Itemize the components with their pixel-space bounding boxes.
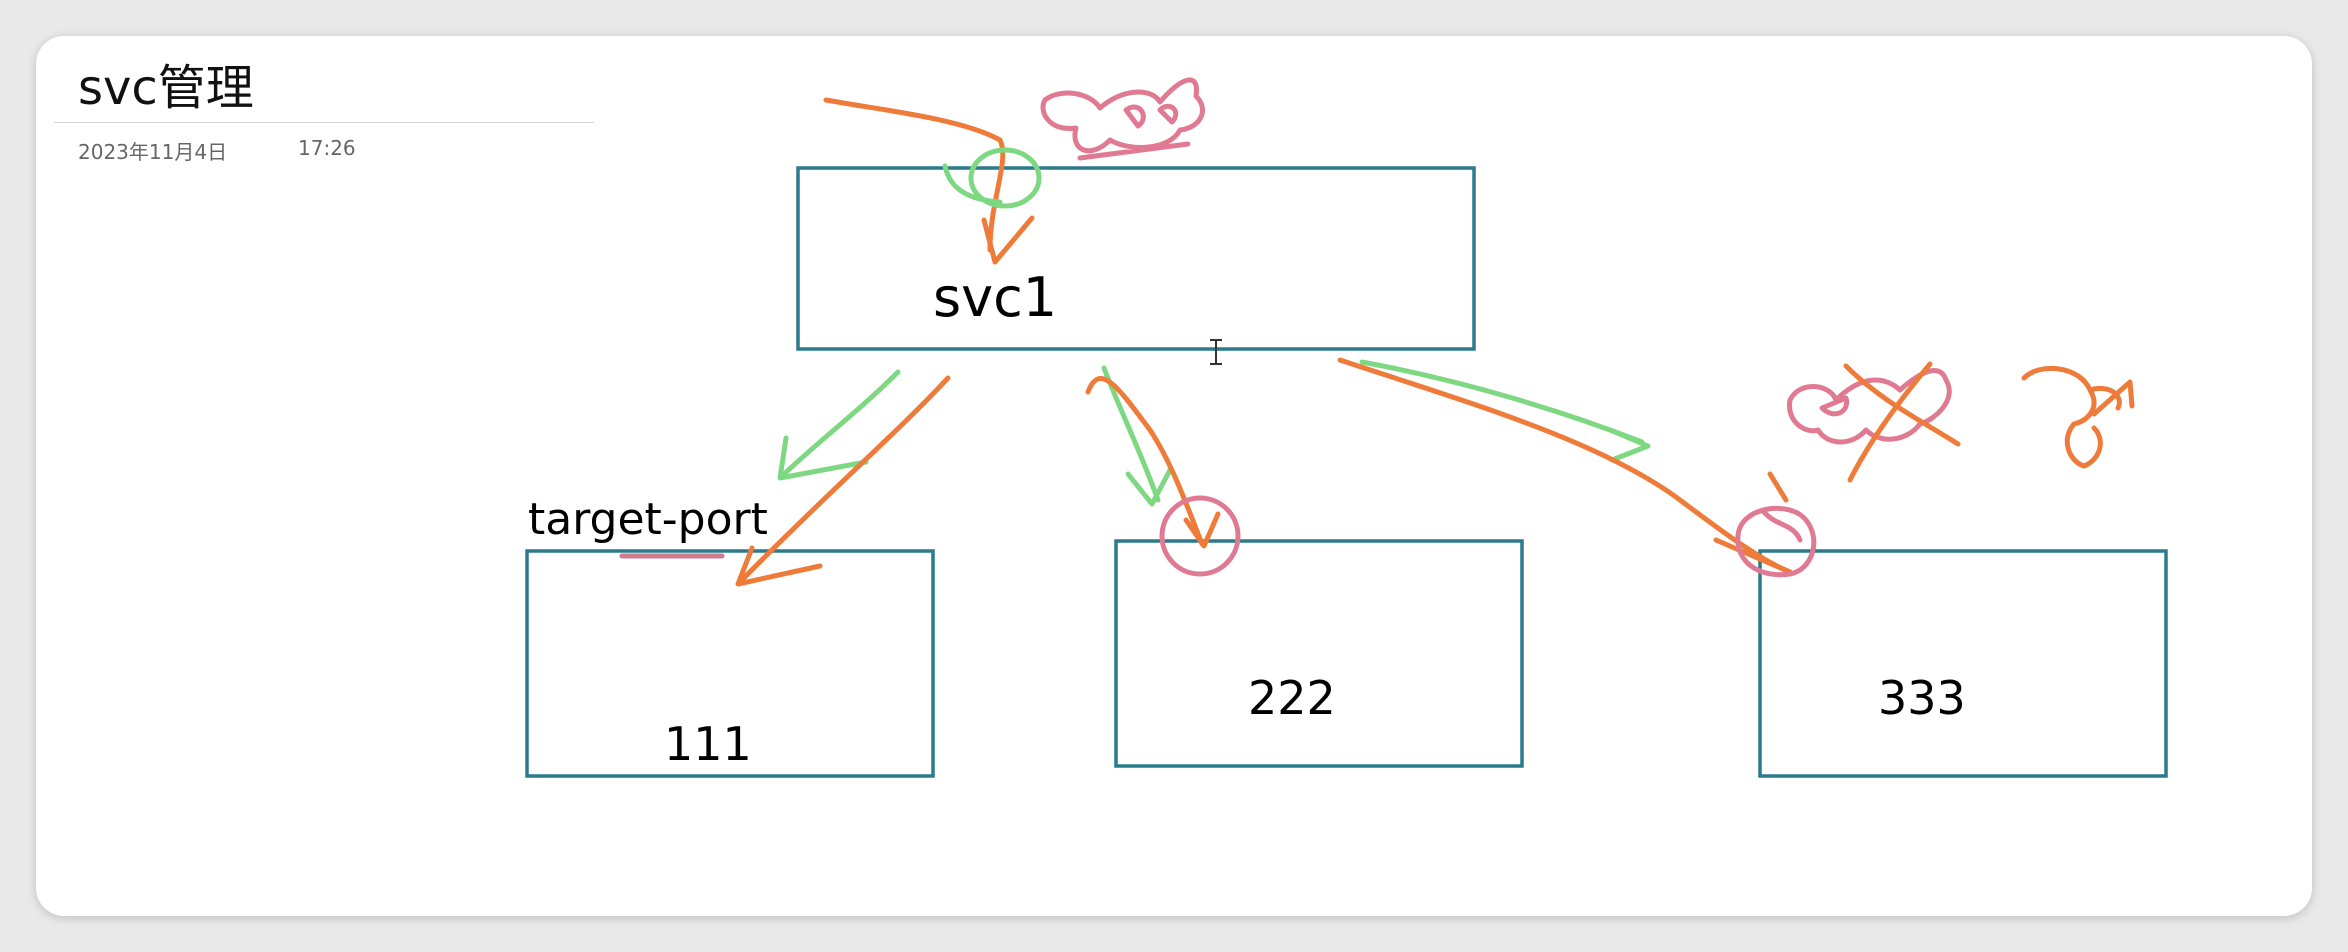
orange-stroke-to-333 — [1337, 357, 1793, 575]
pod-node-222: 222 — [1114, 539, 1524, 768]
green-arrowhead-to-222 — [1125, 467, 1173, 507]
pod-box — [1758, 549, 2168, 778]
pod-label: 111 — [664, 717, 752, 771]
service-label: svc1 — [933, 266, 1057, 329]
orange-arrowhead-to-333 — [1713, 471, 1793, 575]
text-cursor-icon — [1210, 339, 1222, 365]
orange-stroke-to-111 — [737, 375, 951, 585]
pod-node-333: 333 — [1758, 549, 2168, 778]
green-tick-mark — [942, 163, 1003, 205]
orange-doodle-mark — [2021, 365, 2135, 469]
pod-label: 333 — [1878, 671, 1966, 725]
service-box — [796, 166, 1476, 351]
incoming-arrow-stroke — [823, 97, 1006, 253]
pod-box — [525, 549, 935, 778]
target-port-label: target-port — [528, 494, 768, 545]
green-stroke-to-333 — [1359, 359, 1645, 445]
green-arrowhead-to-333 — [1607, 427, 1651, 463]
orange-arrowhead-to-222 — [1183, 511, 1221, 549]
green-circle-mark — [968, 147, 1042, 209]
page-title[interactable]: svc管理 — [78, 60, 254, 116]
orange-arrowhead-to-111 — [735, 545, 823, 587]
service-node: svc1 — [796, 166, 1476, 351]
scribble-mark — [1040, 77, 1205, 161]
pod-node-111: 111 — [525, 549, 935, 778]
pod-box — [1114, 539, 1524, 768]
note-time: 17:26 — [298, 136, 356, 160]
incoming-arrowhead-stroke — [981, 215, 1035, 265]
cross-out-mark — [1843, 361, 1961, 483]
pod-label: 222 — [1248, 671, 1336, 725]
title-divider — [54, 122, 594, 123]
pink-circle-222 — [1159, 495, 1241, 577]
green-arrowhead-to-111 — [777, 435, 869, 481]
orange-stroke-to-222 — [1085, 376, 1205, 547]
pink-circle-333 — [1735, 505, 1817, 578]
crossed-scribble-mark — [1787, 368, 1952, 445]
note-date: 2023年11月4日 — [78, 140, 228, 164]
green-stroke-to-111 — [779, 369, 901, 479]
